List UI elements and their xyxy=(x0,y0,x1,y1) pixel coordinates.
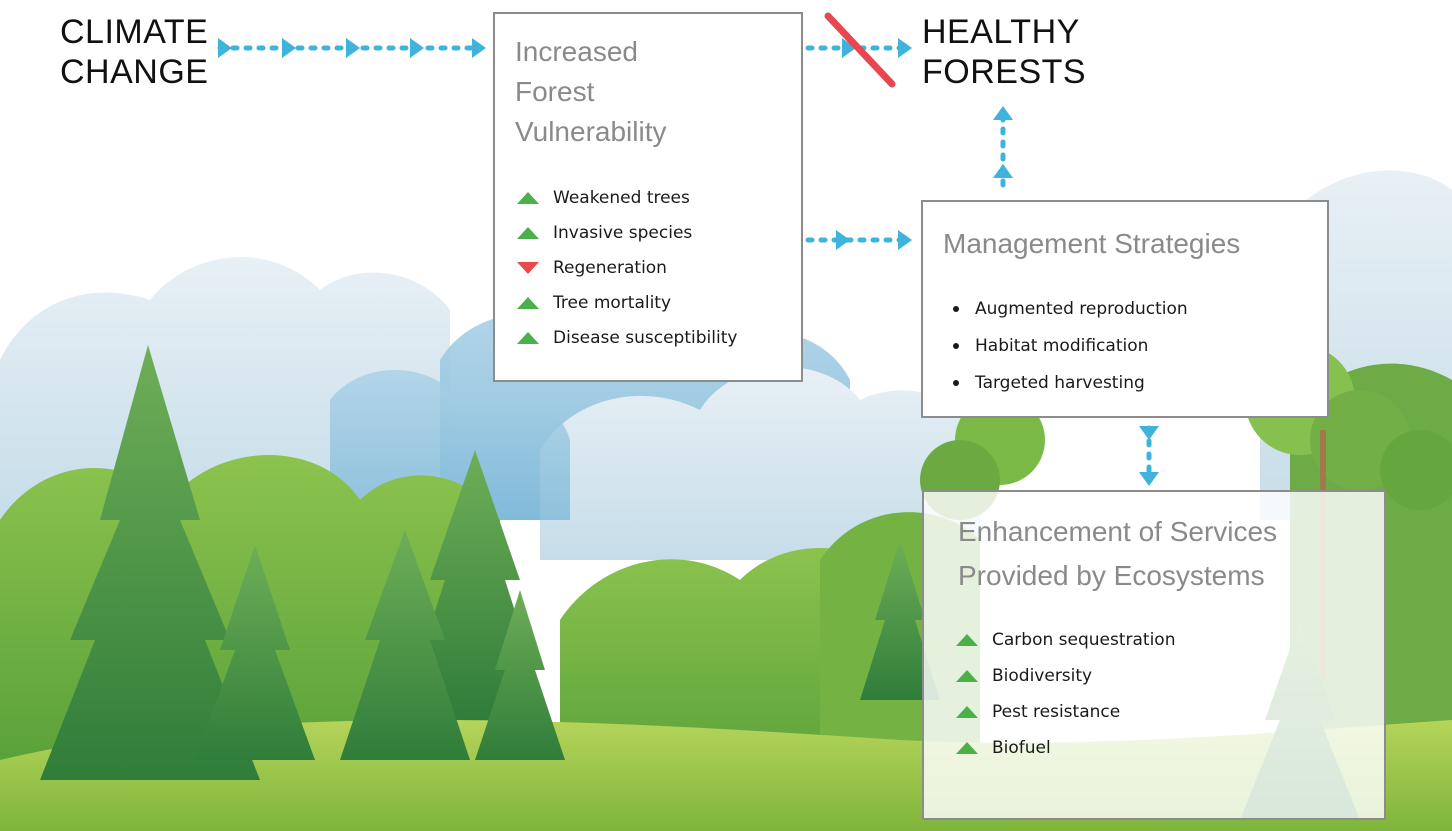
triangle-up-icon xyxy=(517,331,539,344)
services-box: Enhancement of Services Provided by Ecos… xyxy=(922,490,1386,820)
management-box: Management Strategies Augmented reproduc… xyxy=(921,200,1329,418)
bullet-icon xyxy=(953,342,959,349)
list-item: Targeted harvesting xyxy=(943,364,1188,401)
list-item-label: Targeted harvesting xyxy=(975,372,1145,393)
list-item: Invasive species xyxy=(517,215,737,250)
vulnerability-title-line1: Increased xyxy=(515,36,638,67)
triangle-up-icon xyxy=(956,706,978,718)
triangle-up-icon xyxy=(517,296,539,309)
vulnerability-title: Increased Forest Vulnerability xyxy=(515,32,666,152)
list-item: Augmented reproduction xyxy=(943,290,1188,327)
list-item-label: Biofuel xyxy=(992,738,1051,758)
list-item-label: Biodiversity xyxy=(992,666,1093,686)
list-item-label: Weakened trees xyxy=(553,187,690,208)
list-item: Biofuel xyxy=(956,730,1175,766)
list-item-label: Carbon sequestration xyxy=(992,630,1176,650)
services-list: Carbon sequestration Biodiversity Pest r… xyxy=(956,622,1175,766)
triangle-up-icon xyxy=(517,191,539,204)
triangle-up-icon xyxy=(956,742,978,754)
climate-change-line1: CLIMATE xyxy=(60,13,209,51)
list-item-label: Regeneration xyxy=(553,257,667,278)
list-item: Biodiversity xyxy=(956,658,1175,694)
vulnerability-list: Weakened trees Invasive species Regenera… xyxy=(517,180,737,355)
bullet-icon xyxy=(953,379,959,386)
list-item-label: Disease susceptibility xyxy=(553,327,738,348)
climate-change-label: CLIMATE CHANGE xyxy=(60,12,208,92)
services-title-line2: Provided by Ecosystems xyxy=(958,560,1265,591)
list-item-label: Habitat modification xyxy=(975,335,1149,356)
management-list: Augmented reproduction Habitat modificat… xyxy=(943,290,1188,401)
services-title-line1: Enhancement of Services xyxy=(958,516,1278,547)
list-item: Weakened trees xyxy=(517,180,737,215)
list-item: Habitat modification xyxy=(943,327,1188,364)
list-item-label: Pest resistance xyxy=(992,702,1121,722)
list-item-label: Tree mortality xyxy=(553,292,672,313)
services-title: Enhancement of Services Provided by Ecos… xyxy=(958,510,1277,598)
triangle-up-icon xyxy=(956,670,978,682)
list-item: Tree mortality xyxy=(517,285,737,320)
climate-change-line2: CHANGE xyxy=(60,53,209,91)
list-item-label: Augmented reproduction xyxy=(975,298,1188,319)
triangle-up-icon xyxy=(956,634,978,646)
healthy-forests-line1: HEALTHY xyxy=(922,13,1080,51)
list-item: Disease susceptibility xyxy=(517,320,737,355)
vulnerability-title-line2: Forest xyxy=(515,76,595,107)
triangle-down-icon xyxy=(517,261,539,274)
vulnerability-box: Increased Forest Vulnerability Weakened … xyxy=(493,12,803,382)
bullet-icon xyxy=(953,305,959,312)
management-title: Management Strategies xyxy=(943,228,1241,259)
triangle-up-icon xyxy=(517,226,539,239)
list-item-label: Invasive species xyxy=(553,222,693,243)
list-item: Regeneration xyxy=(517,250,737,285)
vulnerability-title-line3: Vulnerability xyxy=(515,116,667,147)
list-item: Carbon sequestration xyxy=(956,622,1175,658)
list-item: Pest resistance xyxy=(956,694,1175,730)
healthy-forests-label: HEALTHY FORESTS xyxy=(922,12,1086,92)
healthy-forests-line2: FORESTS xyxy=(922,53,1087,91)
